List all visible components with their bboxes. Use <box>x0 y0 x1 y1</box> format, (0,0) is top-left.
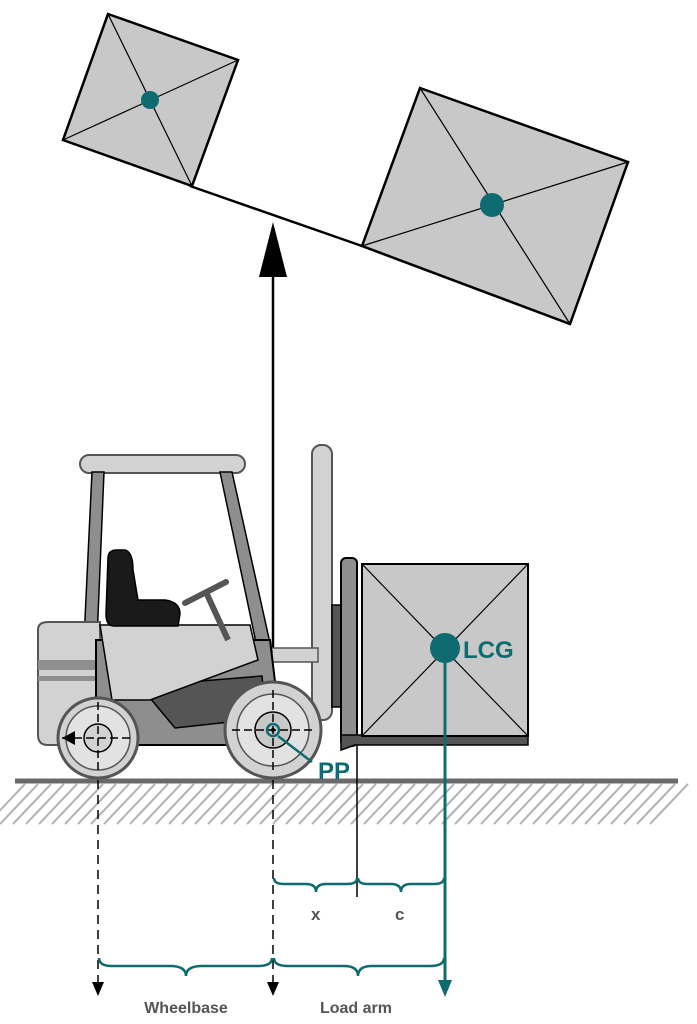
ground-hatch-line <box>0 783 39 825</box>
ground-hatch-line <box>584 783 624 825</box>
ground-hatch-line <box>545 783 585 825</box>
ground-hatch-line <box>649 783 689 825</box>
ground-hatch-line <box>12 783 52 825</box>
ground-hatch-line <box>246 783 286 825</box>
left-arrow-icon <box>62 731 75 745</box>
ground-hatch-line <box>441 783 481 825</box>
ground-hatch-line <box>506 783 546 825</box>
ground-hatch-line <box>25 783 65 825</box>
large-box-cg-dot <box>480 193 504 217</box>
steering-column <box>202 588 231 642</box>
overhead-guard <box>79 454 246 474</box>
fork-tine <box>340 734 529 752</box>
forklift <box>37 444 529 780</box>
ground-hatch-line <box>363 783 403 825</box>
pp-leader <box>277 735 313 763</box>
down-arrow-icon <box>267 982 279 996</box>
down-arrow-icon <box>92 982 104 996</box>
mast-upright <box>311 444 333 721</box>
large-box <box>360 86 630 326</box>
ground-hatch-line <box>77 783 117 825</box>
mast-crossbar <box>269 647 319 663</box>
ground-hatch-line <box>389 783 429 825</box>
ground-hatch-line <box>103 783 143 825</box>
ground-hatch-line <box>285 783 325 825</box>
ground-hatch-line <box>259 783 299 825</box>
ground-hatch-line <box>38 783 78 825</box>
ground-hatch-line <box>493 783 533 825</box>
ground-hatch-line <box>155 783 195 825</box>
ground-hatch-line <box>636 783 676 825</box>
brace-x <box>272 877 359 893</box>
load-arm-label: Load arm <box>320 1000 392 1017</box>
x-label: x <box>311 905 321 924</box>
brace-c <box>356 877 446 893</box>
balance-beam <box>189 184 363 248</box>
ground-hatch-line <box>454 783 494 825</box>
pivot-point-dot <box>265 722 281 738</box>
ground-hatch-line <box>415 783 455 825</box>
brace-wheelbase <box>97 957 274 977</box>
small-box-cg-dot <box>141 91 159 109</box>
ground-hatch-line <box>597 783 637 825</box>
down-arrow-icon <box>438 980 452 997</box>
ground-hatch-line <box>467 783 507 825</box>
rear-wheel <box>56 696 140 780</box>
pp-label: PP <box>318 758 350 785</box>
lcg-label: LCG <box>463 637 514 664</box>
ground-hatch-line <box>428 783 468 825</box>
fork-backrest <box>340 557 358 747</box>
ground-hatch-line <box>220 783 260 825</box>
ground-hatch-line <box>571 783 611 825</box>
ground-hatch-line <box>376 783 416 825</box>
up-arrow-icon <box>259 222 287 652</box>
ground-hatch-line <box>194 783 234 825</box>
front-wheel <box>223 680 323 780</box>
steering-wheel <box>182 579 229 606</box>
ground <box>0 778 689 825</box>
ground-hatch-line <box>207 783 247 825</box>
ground-hatch-line <box>558 783 598 825</box>
ground-hatch-line <box>0 783 26 812</box>
seat <box>105 549 181 627</box>
ground-hatch-line <box>610 783 650 825</box>
ground-hatch-line <box>311 783 351 825</box>
ground-hatch-line <box>142 783 182 825</box>
ground-hatch-line <box>623 783 663 825</box>
ground-hatch-line <box>64 783 104 825</box>
balance-illustration <box>61 12 630 326</box>
dimension-lines <box>92 633 460 997</box>
operator-floor <box>99 624 259 701</box>
lcg-dot <box>430 633 460 663</box>
ground-hatch-line <box>168 783 208 825</box>
ground-hatch-line <box>233 783 273 825</box>
wheelbase-label: Wheelbase <box>144 1000 228 1017</box>
ground-hatch-line <box>129 783 169 825</box>
c-label: c <box>395 905 404 924</box>
ground-hatch-line <box>532 783 572 825</box>
ground-hatch-line <box>519 783 559 825</box>
ground-hatch-line <box>51 783 91 825</box>
ground-hatch-line <box>181 783 221 825</box>
rear-post <box>83 471 105 641</box>
ground-hatch-line <box>272 783 312 825</box>
ground-hatch-line <box>116 783 156 825</box>
brace-load-arm <box>272 957 446 977</box>
small-box <box>61 12 240 188</box>
ground-hatch-line <box>402 783 442 825</box>
ground-hatch-line <box>480 783 520 825</box>
ground-hatch-line <box>298 783 338 825</box>
